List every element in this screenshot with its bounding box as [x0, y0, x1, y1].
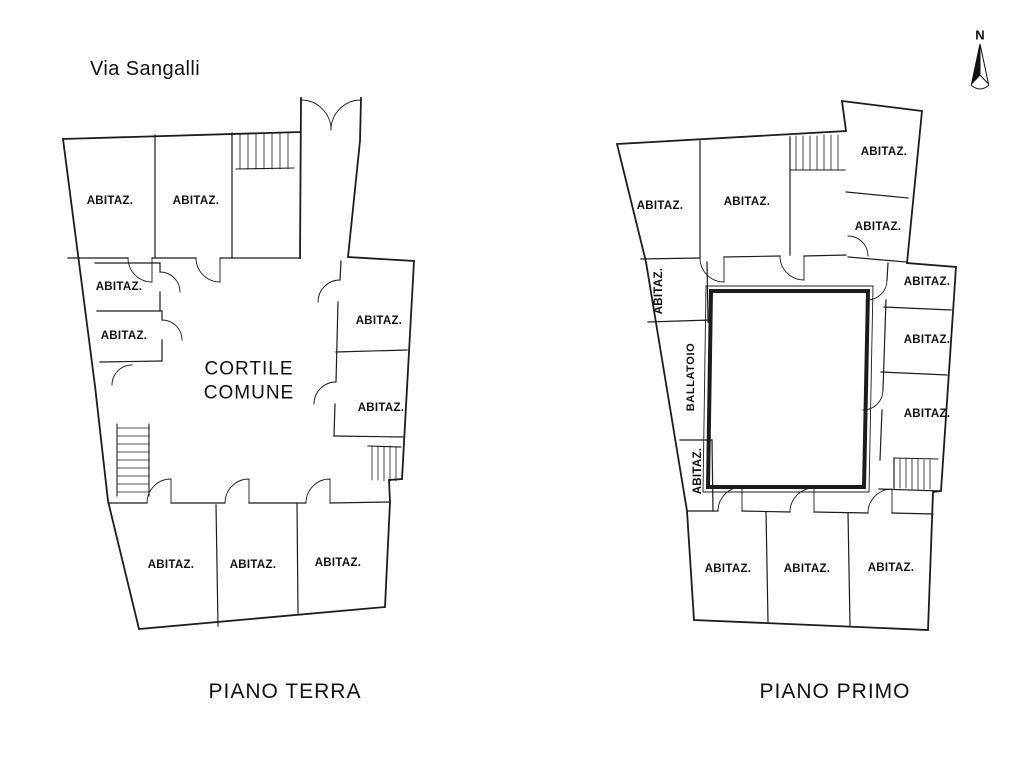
room-label: ABITAZ. — [653, 267, 665, 315]
first-floor-wing-walls — [845, 191, 909, 263]
walkway-label: BALLATOIO — [685, 342, 697, 412]
room-label: ABITAZ. — [86, 195, 134, 207]
street-label: Via Sangalli — [90, 58, 201, 80]
room-label: ABITAZ. — [867, 562, 915, 574]
first-floor-caption: PIANO PRIMO — [759, 680, 911, 703]
ground-floor-west-rooms-walls — [94, 262, 183, 386]
north-arrow-label: N — [975, 27, 985, 43]
ground-floor-stairs-east — [367, 445, 402, 482]
ground-floor-south-block-walls — [107, 478, 390, 627]
room-label: ABITAZ. — [357, 402, 405, 414]
north-arrow-icon — [970, 43, 990, 90]
ground-floor-plan-drawing — [61, 97, 415, 630]
room-label: ABITAZ. — [704, 563, 752, 575]
ground-floor-stairs-west — [116, 423, 150, 497]
first-floor-stairs-north — [789, 134, 846, 171]
first-floor-outer-walls — [615, 99, 957, 631]
ground-floor-caption: PIANO TERRA — [208, 680, 362, 703]
ground-floor-east-wing-walls — [313, 260, 408, 438]
room-label: ABITAZ. — [355, 315, 403, 327]
room-label: ABITAZ. — [903, 408, 951, 420]
room-label: ABITAZ. — [147, 559, 195, 571]
first-floor-south-block-walls — [686, 486, 934, 626]
ground-floor-stairs-north — [235, 132, 295, 170]
gate-door-arcs — [300, 99, 362, 131]
ground-floor-north-block-walls — [67, 132, 301, 283]
room-label: ABITAZ. — [692, 447, 704, 495]
room-label: ABITAZ. — [100, 330, 148, 342]
ground-floor-outer-walls — [61, 97, 415, 630]
first-floor-east-strip-walls — [862, 262, 952, 492]
room-label: ABITAZ. — [636, 200, 684, 212]
room-label: ABITAZ. — [854, 221, 902, 233]
first-floor-courtyard-outline — [702, 285, 874, 493]
first-floor-north-block-walls — [640, 136, 847, 283]
room-label: ABITAZ. — [172, 195, 220, 207]
room-label: ABITAZ. — [903, 276, 951, 288]
room-label: ABITAZ. — [723, 196, 771, 208]
first-floor-plan-drawing — [615, 99, 957, 631]
room-label: ABITAZ. — [314, 557, 362, 569]
room-label: ABITAZ. — [95, 281, 143, 293]
first-floor-stairs-east — [893, 457, 939, 490]
room-label: ABITAZ. — [903, 334, 951, 346]
room-label: ABITAZ. — [229, 559, 277, 571]
first-floor-west-strip-walls — [647, 261, 714, 512]
courtyard-label: CORTILE COMUNE — [203, 358, 295, 403]
room-label: ABITAZ. — [860, 146, 908, 158]
room-label: ABITAZ. — [783, 563, 831, 575]
